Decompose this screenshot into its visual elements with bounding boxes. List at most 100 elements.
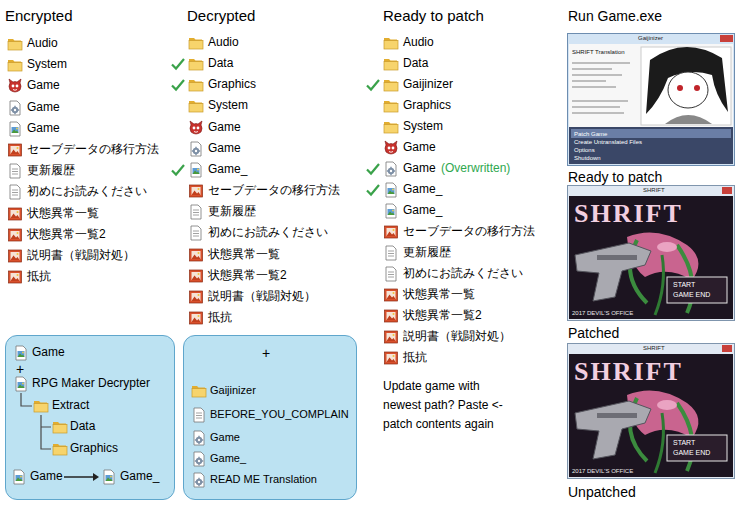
file-name: Graphics: [403, 98, 451, 113]
file-name: Game_: [208, 162, 247, 177]
illustration-shape: [572, 74, 622, 76]
check-mark: [365, 182, 381, 198]
file-name: System: [208, 98, 248, 113]
unpatched-screenshot: [568, 344, 735, 479]
menu-item: START: [673, 438, 695, 447]
gdoc-icon: [188, 162, 204, 178]
img-icon: [383, 329, 399, 345]
txt-icon: [191, 205, 201, 219]
folder-icon: [189, 80, 203, 91]
plus-sign: +: [16, 360, 24, 378]
img-icon: [9, 144, 22, 156]
folder-icon: [189, 59, 203, 70]
folder-icon: [53, 422, 67, 433]
img-icon: [9, 271, 22, 283]
gdoc-icon: [10, 122, 20, 136]
gdoc-icon: [383, 182, 399, 198]
file-name: 更新履歴: [208, 204, 256, 219]
file-name: Game: [403, 161, 436, 176]
app-screenshot: [568, 34, 735, 166]
folder-icon: [384, 59, 398, 70]
menu-item: Options: [574, 146, 595, 154]
folder-icon: [384, 38, 398, 49]
file-name: 初めにお読みください: [208, 225, 328, 240]
txt-icon: [191, 226, 201, 240]
illustration-shape: [572, 62, 630, 64]
folder-icon: [192, 386, 206, 397]
gear-icon: [7, 100, 23, 116]
menu-item: Shutdown: [574, 154, 601, 162]
img-icon: [9, 250, 22, 262]
rpg-icon: [383, 140, 399, 156]
status-note: (Overwritten): [441, 161, 510, 176]
txt-icon: [194, 408, 204, 422]
img-icon: [383, 350, 399, 366]
patched-screenshot: [568, 186, 735, 321]
file-name: 初めにお読みください: [27, 184, 147, 199]
plus-sign: +: [262, 344, 270, 362]
file-name: Game: [208, 120, 241, 135]
gear-icon: [191, 142, 201, 156]
txt-icon: [383, 266, 399, 282]
img-icon: [188, 247, 204, 263]
gdoc-icon: [14, 470, 24, 484]
gdoc-icon: [16, 377, 26, 391]
window-title: Gaijinizer: [638, 34, 663, 42]
file-name: Graphics: [70, 441, 118, 456]
file-name: Game_: [120, 469, 159, 484]
illustration-shape: [668, 72, 708, 108]
folder-group-box: Game+RPG Maker DecrypterExtractDataGraph…: [5, 335, 175, 500]
check-mark: [170, 77, 186, 93]
game-logo: SHRIFT: [574, 199, 683, 229]
file-name: Audio: [27, 36, 58, 51]
file-name: 状態異常一覧2: [403, 308, 482, 323]
txt-icon: [386, 246, 396, 260]
folder-icon: [53, 444, 67, 455]
img-icon: [188, 183, 204, 199]
file-name: Data: [208, 56, 233, 71]
img-icon: [385, 352, 398, 364]
note-text: Update game with newest path? Paste <-pa…: [383, 377, 503, 434]
window-title: SHRIFT: [643, 186, 665, 194]
file-name: 状態異常一覧2: [208, 268, 287, 283]
arrow-line: [64, 476, 94, 478]
check-mark: [172, 165, 184, 175]
img-icon: [9, 229, 22, 241]
column-heading: Encrypted: [5, 6, 73, 25]
img-icon: [383, 308, 399, 324]
folder-icon: [191, 383, 207, 399]
txt-icon: [10, 164, 20, 178]
file-name: Game_: [210, 451, 246, 465]
img-icon: [383, 287, 399, 303]
column-heading: Decrypted: [187, 6, 255, 25]
img-icon: [385, 226, 398, 238]
illustration-shape: [646, 47, 728, 114]
gear-icon: [194, 431, 204, 445]
img-icon: [188, 268, 204, 284]
txt-icon: [188, 204, 204, 220]
gear-icon: [194, 452, 204, 466]
folder-icon: [188, 56, 204, 72]
gdoc-icon: [13, 345, 29, 361]
gear-icon: [191, 430, 207, 446]
check-mark: [367, 164, 379, 174]
check-mark: [365, 77, 381, 93]
file-name: Gaijinizer: [403, 77, 453, 92]
gdoc-icon: [16, 346, 26, 360]
copyright-text: 2017 DEVIL'S OFFICE: [572, 309, 633, 317]
screenshot-caption: Unpatched: [568, 483, 636, 501]
folder-icon: [383, 35, 399, 51]
check-mark: [170, 162, 186, 178]
gdoc-icon: [104, 470, 114, 484]
folder-icon: [8, 39, 22, 50]
file-name: 状態異常一覧2: [27, 227, 106, 242]
menu-item: Create Untranslated Files: [574, 138, 642, 146]
screenshot-caption: Patched: [568, 324, 619, 342]
file-name: 状態異常一覧: [403, 287, 475, 302]
arrow-head: [93, 473, 99, 481]
gear-icon: [386, 162, 396, 176]
gdoc-icon: [191, 163, 201, 177]
illustration-shape: [569, 44, 733, 164]
file-name: BEFORE_YOU_COMPLAIN: [210, 407, 349, 421]
